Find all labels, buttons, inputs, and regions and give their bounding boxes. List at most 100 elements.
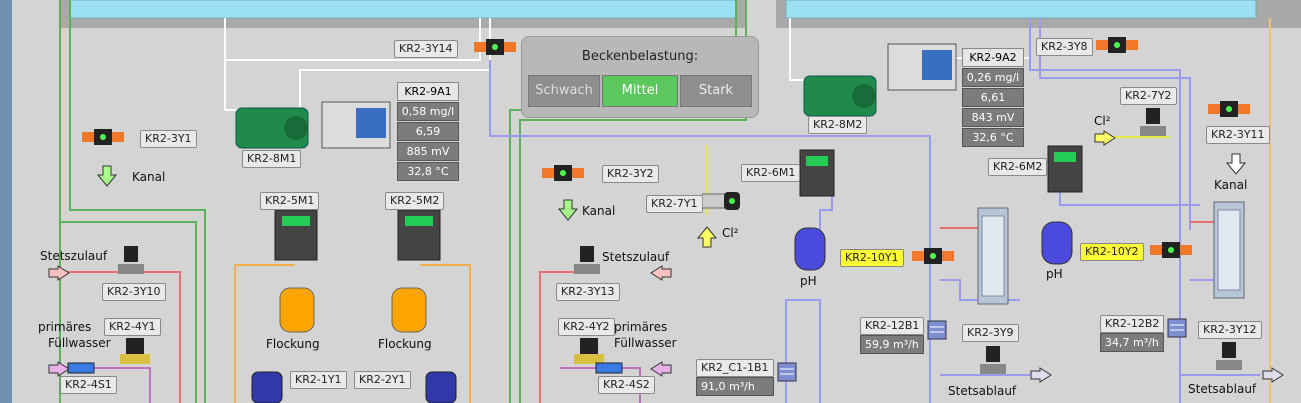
valve-tag-3y12[interactable]: KR2-3Y12 <box>1198 321 1262 339</box>
flow-meter-12b2[interactable]: KR2-12B2 34,7 m³/h <box>1100 312 1165 352</box>
fuellwasser-label: Füllwasser <box>614 336 677 350</box>
valve-tag-2y1[interactable]: KR2-2Y1 <box>354 371 411 389</box>
solenoid-valve-icon[interactable] <box>118 246 146 276</box>
measurement-panel-9a1[interactable]: KR2-9A1 0,58 mg/l 6,59 885 mV 32,8 °C <box>397 82 459 182</box>
stetsablauf-label: Stetsablauf <box>948 384 1017 398</box>
valve-tag-4y1[interactable]: KR2-4Y1 <box>104 318 161 336</box>
kanal-label: Kanal <box>1214 178 1248 192</box>
flow-meter-id: KR2-12B1 <box>860 317 925 335</box>
arrow-right-icon <box>1094 130 1116 146</box>
valve-tag-4y2[interactable]: KR2-4Y2 <box>558 318 615 336</box>
ph-label: pH <box>1046 267 1063 281</box>
butterfly-valve-icon[interactable] <box>474 38 516 56</box>
flow-meter-icon <box>1167 318 1187 338</box>
sensor-tag-4s2[interactable]: KR2-4S2 <box>598 376 655 394</box>
chlorine-value: 0,26 mg/l <box>962 68 1024 87</box>
arrow-right-icon <box>48 361 70 377</box>
arrow-down-icon <box>97 165 117 187</box>
flow-meter-icon <box>777 362 797 382</box>
flow-value: 59,9 m³/h <box>860 335 925 354</box>
measurement-panel-9a2[interactable]: KR2-9A2 0,26 mg/l 6,61 843 mV 32,6 °C <box>962 48 1024 148</box>
stetszulauf-label: Stetszulauf <box>40 249 108 263</box>
flockung-label: Flockung <box>266 337 320 351</box>
flow-meter-12b1[interactable]: KR2-12B1 59,9 m³/h <box>860 314 925 354</box>
flow-sensor-icon[interactable] <box>64 361 98 375</box>
arrow-down-icon <box>558 199 578 221</box>
stetsablauf-label: Stetsablauf <box>1188 382 1257 396</box>
butterfly-valve-icon[interactable] <box>542 164 584 182</box>
cl2-label: Cl² <box>722 226 739 240</box>
cl2-label: Cl² <box>1094 114 1111 128</box>
flow-value: 91,0 m³/h <box>696 377 774 396</box>
arrow-left-icon <box>650 265 672 281</box>
kanal-label: Kanal <box>582 204 616 218</box>
left-frame-bar <box>0 0 12 403</box>
pump-tag-8m2[interactable]: KR2-8M2 <box>808 116 868 134</box>
arrow-right-icon <box>48 265 70 281</box>
pump-tag-5m1[interactable]: KR2-5M1 <box>260 192 320 210</box>
valve-tag-3y13[interactable]: KR2-3Y13 <box>556 283 620 301</box>
beckenbelastung-title: Beckenbelastung: <box>581 49 699 64</box>
flow-meter-icon <box>927 320 947 340</box>
arrow-up-icon <box>697 226 717 248</box>
ph-value: 6,59 <box>397 122 459 141</box>
solenoid-valve-icon[interactable] <box>574 246 602 276</box>
butterfly-valve-icon[interactable] <box>82 128 124 146</box>
belastung-mittel-button[interactable]: Mittel <box>602 75 678 107</box>
valve-tag-3y9[interactable]: KR2-3Y9 <box>962 324 1019 342</box>
primaeres-label: primäres <box>614 320 668 334</box>
valve-tag-3y11[interactable]: KR2-3Y11 <box>1206 126 1270 144</box>
flow-meter-id: KR2-12B2 <box>1100 315 1165 333</box>
sensor-tag-4s1[interactable]: KR2-4S1 <box>60 376 117 394</box>
flockung-label: Flockung <box>378 337 432 351</box>
pump-tag-6m2[interactable]: KR2-6M2 <box>988 158 1048 176</box>
solenoid-valve-icon[interactable] <box>1216 342 1244 372</box>
arrow-down-icon <box>1226 153 1246 175</box>
flow-meter-c1-1b1[interactable]: KR2_C1-1B1 91,0 m³/h <box>696 356 774 396</box>
valve-tag-10y1[interactable]: KR2-10Y1 <box>840 249 904 267</box>
beckenbelastung-panel: Beckenbelastung: Schwach Mittel Stark <box>521 36 759 118</box>
butterfly-valve-icon[interactable] <box>1208 100 1250 118</box>
fuellwasser-label: Füllwasser <box>48 336 111 350</box>
belastung-stark-button[interactable]: Stark <box>680 75 752 107</box>
temperature-value: 32,6 °C <box>962 128 1024 147</box>
chlorine-value: 0,58 mg/l <box>397 102 459 121</box>
flow-meter-id: KR2_C1-1B1 <box>696 359 774 377</box>
butterfly-valve-icon[interactable] <box>1150 241 1192 259</box>
valve-tag-7y1[interactable]: KR2-7Y1 <box>646 195 703 213</box>
valve-tag-3y14[interactable]: KR2-3Y14 <box>394 40 458 58</box>
solenoid-valve-icon[interactable] <box>1140 108 1168 138</box>
arrow-right-icon <box>1030 367 1052 383</box>
solenoid-valve-icon[interactable] <box>980 346 1008 376</box>
valve-tag-3y8[interactable]: KR2-3Y8 <box>1036 38 1093 56</box>
flow-sensor-icon[interactable] <box>592 361 626 375</box>
temperature-value: 32,8 °C <box>397 162 459 181</box>
valve-tag-1y1[interactable]: KR2-1Y1 <box>290 371 347 389</box>
valve-tag-3y1[interactable]: KR2-3Y1 <box>140 130 197 148</box>
solenoid-valve-icon[interactable] <box>120 338 152 366</box>
belastung-schwach-button[interactable]: Schwach <box>528 75 600 107</box>
valve-tag-3y2[interactable]: KR2-3Y2 <box>602 165 659 183</box>
valve-tag-7y2[interactable]: KR2-7Y2 <box>1120 87 1177 105</box>
measurement-id: KR2-9A2 <box>962 48 1024 67</box>
pump-tag-8m1[interactable]: KR2-8M1 <box>242 150 302 168</box>
redox-value: 843 mV <box>962 108 1024 127</box>
arrow-right-icon <box>1262 367 1284 383</box>
butterfly-valve-icon[interactable] <box>1096 36 1138 54</box>
pump-tag-5m2[interactable]: KR2-5M2 <box>385 192 445 210</box>
primaeres-label: primäres <box>38 320 92 334</box>
redox-value: 885 mV <box>397 142 459 161</box>
solenoid-valve-icon[interactable] <box>702 190 742 214</box>
kanal-label: Kanal <box>132 170 166 184</box>
butterfly-valve-icon[interactable] <box>912 247 954 265</box>
solenoid-valve-icon[interactable] <box>574 338 606 366</box>
valve-tag-3y10[interactable]: KR2-3Y10 <box>102 283 166 301</box>
valve-tag-10y2[interactable]: KR2-10Y2 <box>1080 243 1144 261</box>
arrow-left-icon <box>650 361 672 377</box>
flow-value: 34,7 m³/h <box>1100 333 1165 352</box>
pump-tag-6m1[interactable]: KR2-6M1 <box>741 164 801 182</box>
stetszulauf-label: Stetszulauf <box>602 250 670 264</box>
ph-label: pH <box>800 274 817 288</box>
